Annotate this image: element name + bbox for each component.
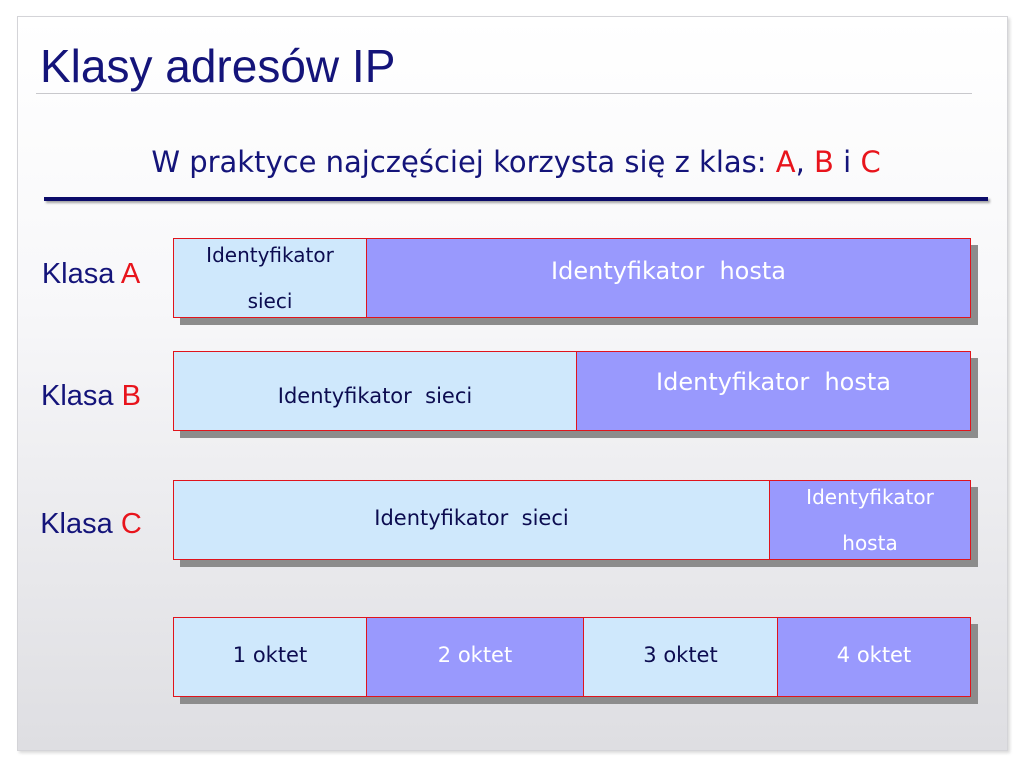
octet-2-label: 2 oktet (437, 643, 513, 667)
class-c-host-line1: Identyfikator (806, 485, 934, 509)
class-a-label: Klasa A (20, 256, 162, 292)
class-c-host-line2: hosta (842, 531, 898, 555)
class-c-network-segment: Identyfikator sieci (173, 480, 770, 560)
class-c-letter: C (120, 508, 142, 540)
class-a-host-segment: Identyfikator hosta (367, 238, 971, 318)
octet-4-segment: 4 oktet (778, 617, 971, 697)
class-b-network-text: Identyfikator sieci (277, 384, 473, 408)
octet-2-segment: 2 oktet (367, 617, 584, 697)
class-c-label-text: Klasa (40, 508, 121, 540)
class-a-bar: Identyfikator sieci Identyfikator hosta (173, 238, 971, 318)
class-b-bar: Identyfikator sieci Identyfikator hosta (173, 351, 971, 431)
octet-1-segment: 1 oktet (173, 617, 367, 697)
title-divider (36, 93, 972, 94)
class-b-label: Klasa B (20, 378, 162, 414)
subtitle-conjunction: i (833, 145, 861, 179)
class-a-network-line2: sieci (247, 289, 293, 313)
class-b-label-text: Klasa (41, 380, 122, 412)
class-a-network-line1: Identyfikator (206, 243, 334, 267)
class-a-label-text: Klasa (41, 258, 121, 290)
subtitle-text: W praktyce najczęściej korzysta się z kl… (151, 145, 776, 179)
class-b-network-segment: Identyfikator sieci (173, 351, 577, 431)
class-c-label: Klasa C (20, 506, 162, 542)
subtitle-class-c: C (860, 145, 881, 179)
class-a-letter: A (120, 258, 141, 290)
class-c-bar: Identyfikator sieci Identyfikator hosta (173, 480, 971, 560)
class-a-host-text: Identyfikator hosta (551, 257, 786, 285)
subtitle: W praktyce najczęściej korzysta się z kl… (44, 140, 988, 184)
octet-3-label: 3 oktet (643, 643, 718, 667)
subtitle-class-b: B (814, 145, 834, 179)
class-b-letter: B (121, 380, 141, 412)
subtitle-class-a: A (775, 145, 796, 179)
octet-1-label: 1 oktet (232, 643, 308, 667)
class-b-host-text: Identyfikator hosta (656, 368, 891, 396)
subtitle-comma: , (795, 145, 805, 179)
octet-3-segment: 3 oktet (584, 617, 778, 697)
page-title: Klasy adresów IP (40, 40, 396, 92)
class-b-host-segment: Identyfikator hosta (577, 351, 971, 431)
octets-bar: 1 oktet 2 oktet 3 oktet 4 oktet (173, 617, 971, 697)
subtitle-divider (44, 197, 988, 201)
class-c-host-segment: Identyfikator hosta (770, 480, 971, 560)
octet-4-label: 4 oktet (836, 643, 912, 667)
class-a-network-segment: Identyfikator sieci (173, 238, 367, 318)
class-c-network-text: Identyfikator sieci (374, 506, 569, 530)
